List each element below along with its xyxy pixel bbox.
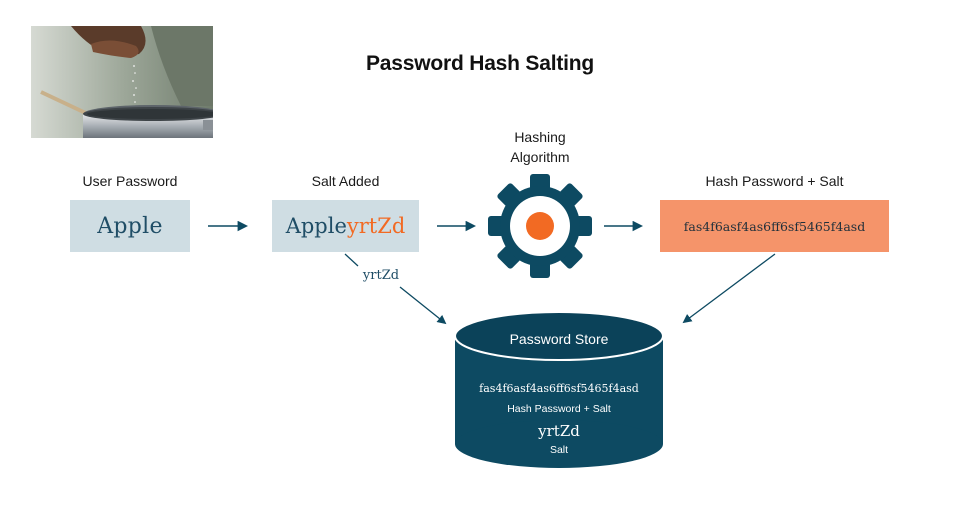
arrow-salt-to-store-2 <box>399 286 447 325</box>
password-store-title: Password Store <box>509 331 609 347</box>
hash-text: fas4f6asf4as6ff6sf5465f4asd <box>683 218 866 234</box>
hash-password-salt-label: Hash Password + Salt <box>705 173 844 189</box>
store-salt-value: yrtZd <box>538 422 580 440</box>
salted-password-base: Apple <box>285 214 347 238</box>
user-password-label: User Password <box>82 173 178 189</box>
page-title: Password Hash Salting <box>365 52 595 75</box>
password-text: Apple <box>97 213 163 239</box>
salt-value-label: yrtZd <box>362 268 400 283</box>
hashing-label-line1: Hashing <box>514 129 566 145</box>
arrow-salt-to-store <box>344 253 359 267</box>
password-store-cylinder <box>454 311 664 468</box>
salting-pot-photo <box>31 26 213 138</box>
user-password-box: Apple <box>70 200 190 252</box>
hash-result-box: fas4f6asf4as6ff6sf5465f4asd <box>660 200 889 252</box>
store-hash-value: fas4f6asf4as6ff6sf5465f4asd <box>479 382 639 395</box>
store-hash-label: Hash Password + Salt <box>507 403 611 415</box>
store-salt-label: Salt <box>549 444 569 456</box>
arrow-hash-to-store <box>682 253 776 324</box>
hashing-label-line2: Algorithm <box>510 149 570 165</box>
salt-added-label: Salt Added <box>311 173 380 189</box>
gear-icon <box>488 174 592 278</box>
salted-password-salt: yrtZd <box>346 214 406 238</box>
